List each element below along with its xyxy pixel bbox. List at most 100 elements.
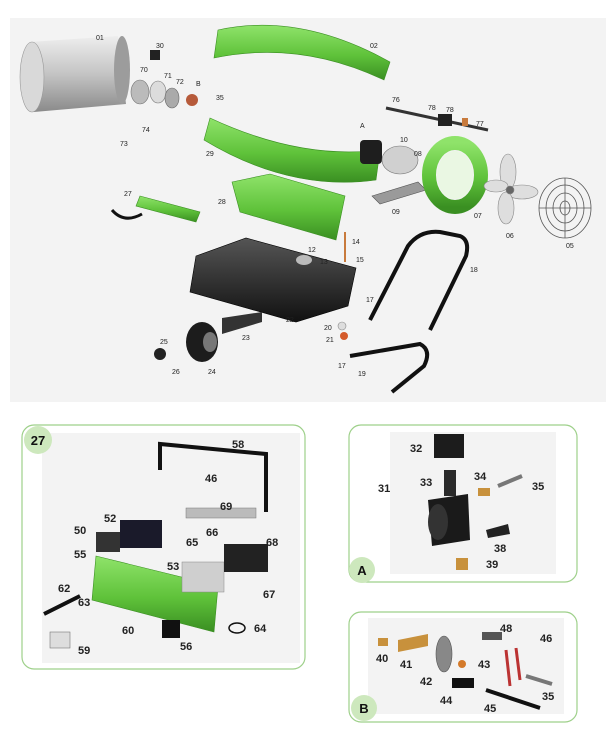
labels-a-label: 38 [494,543,506,555]
labels-a-label: 31 [378,483,390,495]
labels-main-label: 35 [216,95,224,102]
ring-43 [458,660,466,668]
clip-48 [482,632,502,640]
nozzle-40 [378,638,388,646]
labels-27-label: 65 [186,537,198,549]
labels-main-label: 21 [326,337,334,344]
labels-main-label: 19 [358,371,366,378]
panel-b-badge-text: B [359,701,368,716]
labels-main-label: 20 [324,325,332,332]
component-50 [96,532,120,552]
outer-shell-top [213,24,391,81]
transformer [120,520,162,548]
labels-27-label: 46 [205,473,217,485]
power-cord-62 [43,594,81,616]
labels-main-label: 09 [392,209,400,216]
labels-b-label: 48 [500,623,512,635]
fan-ring [422,136,488,214]
washer-20 [337,321,347,331]
labels-27-label: 58 [232,439,244,451]
labels-27-label: 52 [104,513,116,525]
labels-a-label: 35 [532,481,544,493]
panel-27-badge: 27 [24,426,52,454]
labels-main-label: 78 [428,105,436,112]
pump-shaft-33 [444,470,456,496]
labels-main-label: 17 [366,297,374,304]
labels-main-label: 78 [446,107,454,114]
hose-35-b [525,674,553,686]
socket-59 [49,631,71,649]
labels-main-label: 06 [506,233,514,240]
base-tray [231,173,346,241]
control-board [110,195,201,223]
labels-main-label: 12 [308,247,316,254]
fan-guard [538,177,592,239]
nozzle-holder-41 [398,634,428,652]
labels-main-label: 77 [476,121,484,128]
labels-main-label: 05 [566,243,574,250]
labels-b-label: 35 [542,691,554,703]
labels-27-label: 63 [78,597,90,609]
labels-27-label: 62 [58,583,70,595]
panel-27-cable [158,441,268,512]
labels-main-label: 08 [414,151,422,158]
panel-a-badge: A [349,557,375,583]
labels-a-label: 32 [410,443,422,455]
handle-frame [368,229,470,331]
tube-44 [452,678,474,688]
labels-main-label: 02 [370,43,378,50]
labels-a-label: 34 [474,471,487,483]
bracket-68 [224,544,268,572]
labels-main-label: 76 [392,97,400,104]
labels-main-label: 15 [356,257,364,264]
outer-shell-bottom [203,117,381,183]
pump-cover-32 [434,434,464,458]
labels-main-label: 14 [352,239,360,246]
panel-b-part-labels: 48 46 40 41 43 42 44 45 35 [376,623,554,715]
wheel-bracket [222,312,262,334]
cable-45 [485,688,541,710]
labels-b-label: 46 [540,633,552,645]
labels-main-label: 27 [124,191,132,198]
pump-face [428,504,448,540]
labels-a-label: 33 [420,477,432,489]
wheel-cap [154,348,166,360]
wheel [186,322,218,362]
labels-27-label: 50 [74,525,86,537]
panel-b-badge: B [351,695,377,721]
labels-b-label: 41 [400,659,412,671]
labels-main-label: 01 [96,35,104,42]
labels-main-label: 18 [470,267,478,274]
terminal-strip [185,507,257,519]
labels-b-label: 42 [420,676,432,688]
labels-b-label: 44 [440,695,453,707]
o-ring-64 [228,622,246,634]
hose-35-a [497,474,523,488]
fan-blades [483,153,539,225]
labels-main-label: 28 [218,199,226,206]
labels-main-label: 70 [140,67,148,74]
labels-main-label: 17 [338,363,346,370]
labels-main-label: 07 [474,213,482,220]
fuel-tank [189,237,357,323]
outer-shell-rear [19,36,130,113]
panel-b-inner [368,618,564,714]
fitting-39 [456,558,468,570]
labels-27-label: 68 [266,537,278,549]
labels-b-label: 40 [376,653,388,665]
panel-a-inner [390,432,556,574]
rear-rings [130,50,198,109]
labels-main-label: 25 [160,339,168,346]
labels-main-label: 10 [400,137,408,144]
labels-b-label: 45 [484,703,496,715]
washer-21 [340,332,348,340]
disc-42 [435,635,453,673]
labels-b-label: 43 [478,659,490,671]
relay-box [181,561,225,593]
labels-27-label: 60 [122,625,134,637]
electrodes-46 [504,647,522,687]
labels-main-label: 23 [242,335,250,342]
